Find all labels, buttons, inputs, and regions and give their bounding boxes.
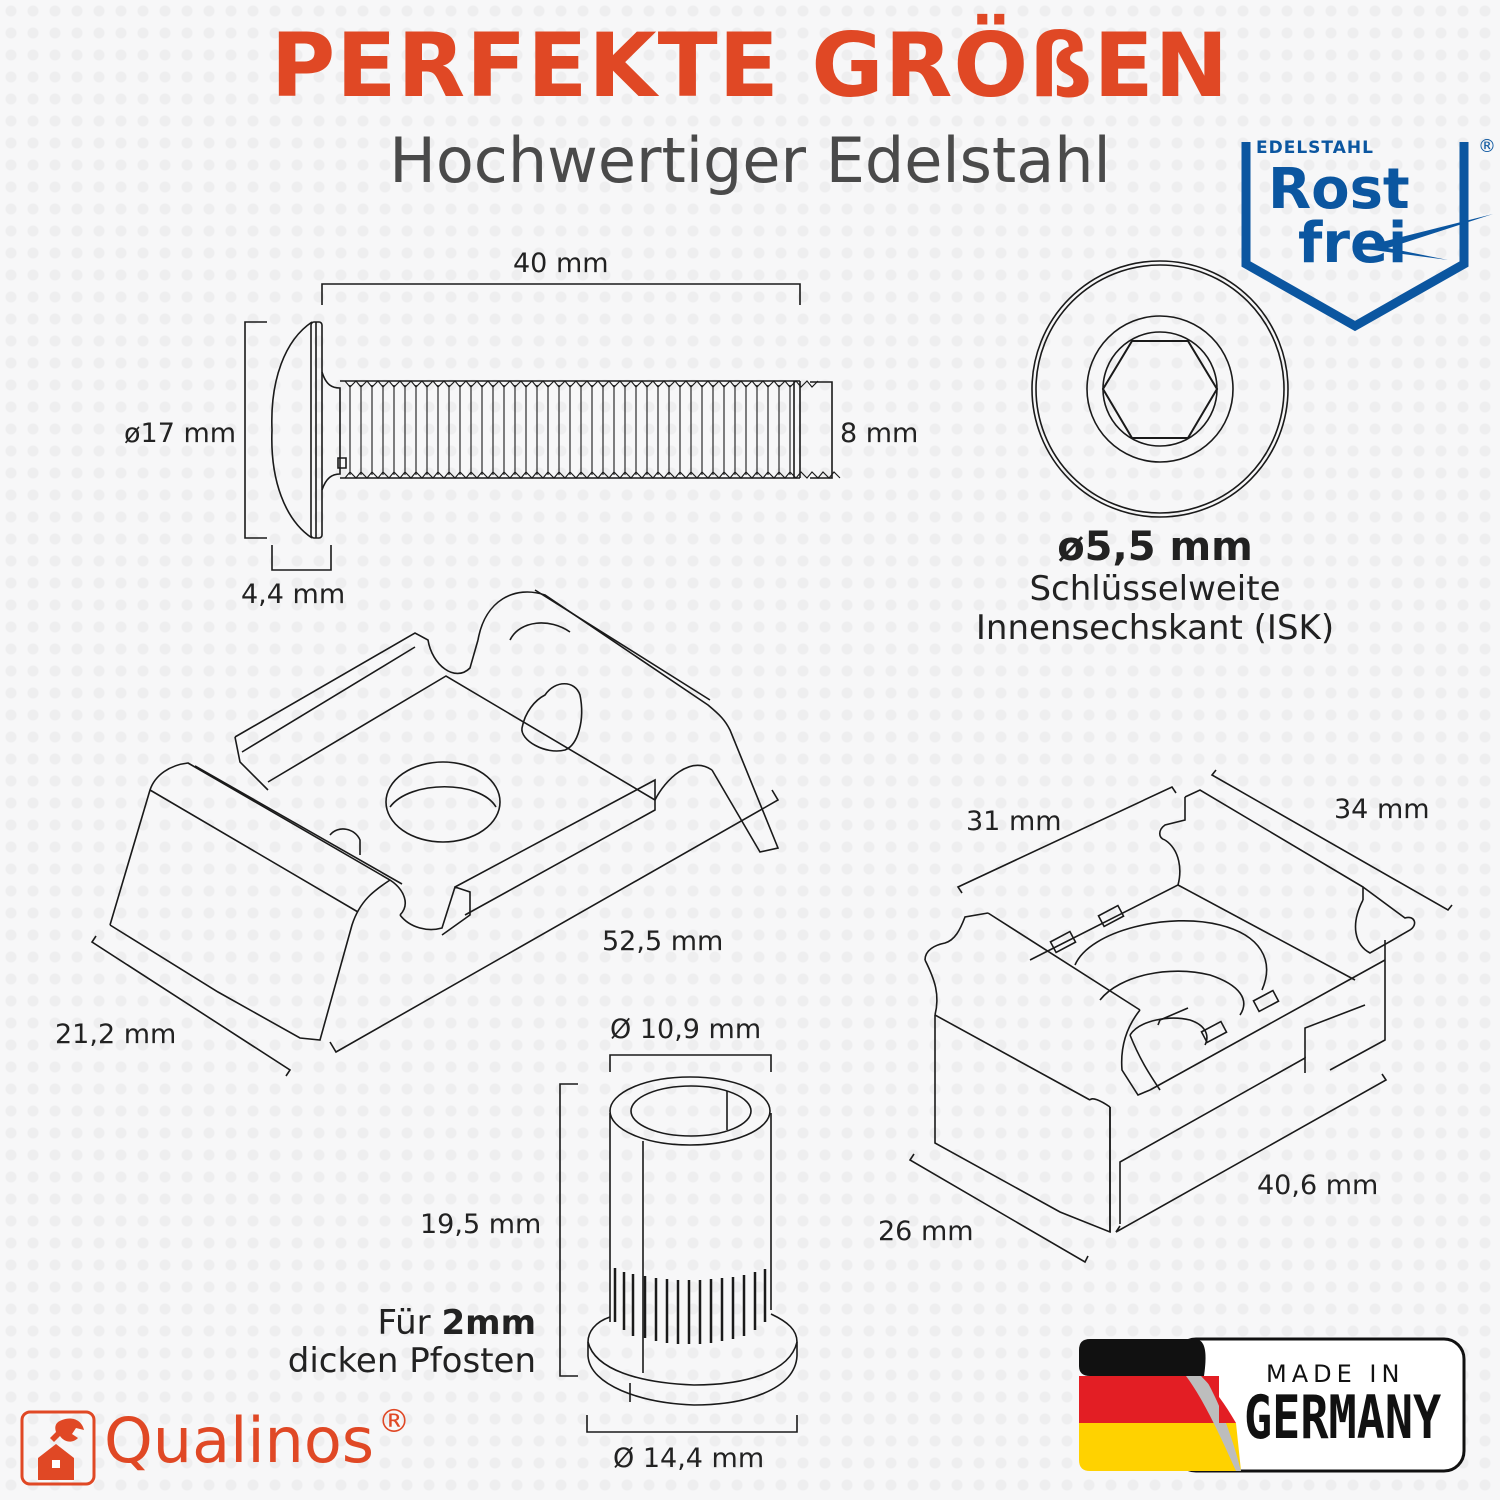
badge-line2: frei xyxy=(1298,211,1408,276)
badge-line1: Rost xyxy=(1268,157,1410,222)
rivet-knurl xyxy=(615,1268,765,1344)
rivet-top-diameter-label: Ø 10,9 mm xyxy=(610,1014,762,1045)
cage-nut-drawing xyxy=(910,770,1452,1262)
screw-drawing xyxy=(245,284,832,570)
made-in-germany-badge: MADE IN GERMANY xyxy=(1076,1336,1468,1474)
hex-socket-label-2: Innensechskant (ISK) xyxy=(975,608,1335,649)
cage-height-label: 26 mm xyxy=(878,1216,974,1247)
screw-length-label: 40 mm xyxy=(513,248,609,279)
rostfrei-badge: EDELSTAHL ® Rost frei xyxy=(1238,136,1498,336)
hex-socket-caption: ø5,5 mm Schlüsselweite Innensechskant (I… xyxy=(915,524,1395,648)
cage-width-label: 34 mm xyxy=(1334,794,1430,825)
cage-depth-label: 31 mm xyxy=(966,806,1062,837)
brand-name: Qualinos xyxy=(104,1404,375,1477)
house-wrench-icon xyxy=(20,1410,96,1486)
page-subtitle: Hochwertiger Edelstahl xyxy=(389,124,1111,197)
made-in-line2: GERMANY xyxy=(1244,1383,1442,1453)
brand-registered: ® xyxy=(378,1402,410,1440)
rivet-note-bold: 2mm xyxy=(441,1303,536,1343)
rivet-flange-diameter-label: Ø 14,4 mm xyxy=(613,1443,765,1474)
screw-head-diameter-label: ø17 mm xyxy=(124,418,237,449)
cage-length-label: 40,6 mm xyxy=(1257,1170,1379,1201)
rivet-note-prefix: Für xyxy=(377,1303,442,1343)
badge-top-label: EDELSTAHL xyxy=(1256,138,1374,158)
rivet-height-label: 19,5 mm xyxy=(420,1209,542,1240)
screw-head-height-label: 4,4 mm xyxy=(241,579,346,610)
hex-socket-label-1: Schlüsselweite xyxy=(1029,569,1281,609)
screw-thread xyxy=(345,381,840,478)
shield-icon xyxy=(1241,142,1493,332)
badge-registered: ® xyxy=(1478,136,1496,157)
page-title: PERFEKTE GRÖßEN xyxy=(270,14,1230,117)
rivet-note: Für 2mm dicken Pfosten xyxy=(220,1304,536,1380)
made-in-line1: MADE IN xyxy=(1266,1360,1405,1388)
rivet-note-line2: dicken Pfosten xyxy=(287,1341,536,1382)
hex-socket-drawing xyxy=(1032,261,1288,517)
clamp-width-label: 21,2 mm xyxy=(55,1019,177,1050)
clamp-drawing xyxy=(92,590,778,1076)
screw-thread-diameter-label: 8 mm xyxy=(840,418,919,449)
rivet-nut-drawing xyxy=(560,1055,797,1432)
german-flag-icon xyxy=(1079,1337,1466,1473)
hex-socket-size: ø5,5 mm xyxy=(1057,524,1253,570)
clamp-length-label: 52,5 mm xyxy=(602,926,724,957)
